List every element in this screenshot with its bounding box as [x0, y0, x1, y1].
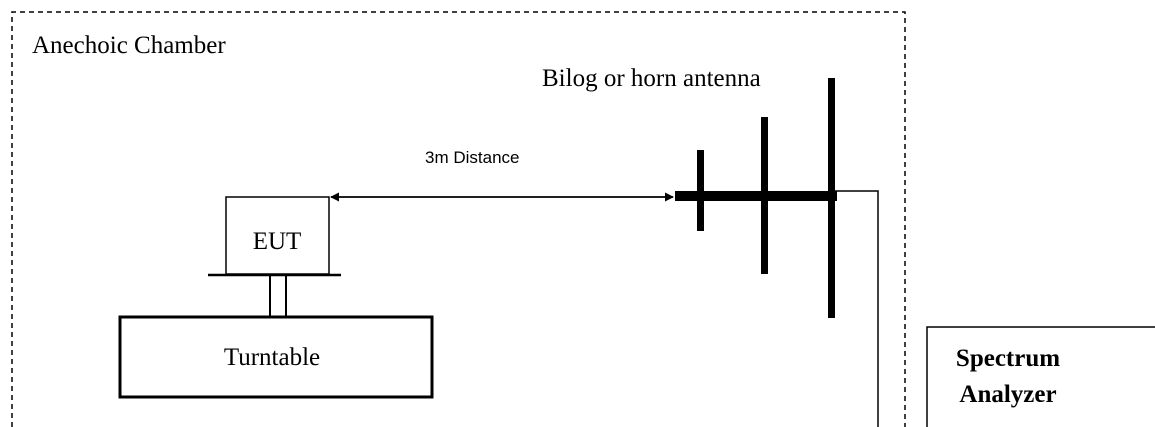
antenna-element-long: [828, 78, 835, 318]
antenna-element-medium: [761, 117, 768, 274]
antenna-element-short: [697, 150, 704, 231]
antenna-label: Bilog or horn antenna: [542, 65, 761, 92]
turntable-box: [118, 315, 434, 399]
eut-box: [225, 196, 330, 275]
antenna-boom: [675, 191, 837, 201]
antenna-icon: [675, 78, 837, 318]
spectrum-analyzer-box: [926, 326, 1155, 427]
eut-label: EUT: [253, 228, 302, 255]
spectrum-analyzer-label-line1: Spectrum: [956, 345, 1060, 372]
turntable-label: Turntable: [224, 344, 320, 371]
spectrum-analyzer-label-line2: Analyzer: [959, 381, 1056, 408]
anechoic-chamber-label: Anechoic Chamber: [32, 32, 226, 59]
antenna-cable: [835, 190, 879, 427]
anechoic-chamber-boundary: [11, 11, 906, 427]
distance-label: 3m Distance: [425, 148, 519, 167]
turntable-shaft: [269, 276, 287, 316]
